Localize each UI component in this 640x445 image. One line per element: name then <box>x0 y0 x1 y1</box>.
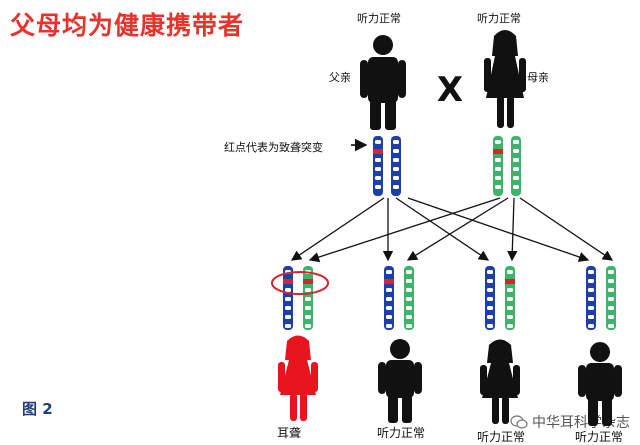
mother-chromosome-normal <box>511 136 521 196</box>
wechat-icon <box>510 415 528 429</box>
father-status-label: 听力正常 <box>357 12 401 25</box>
child-1-chromosome-paternal <box>283 266 293 330</box>
mutation-mark <box>384 279 394 284</box>
figure-label: 图 2 <box>22 400 53 418</box>
child-2-chromosome-paternal <box>384 266 394 330</box>
child-2-figure <box>378 339 422 423</box>
page-title: 父母均为健康携带者 <box>10 11 245 40</box>
watermark: 中华耳科学杂志 <box>510 412 630 432</box>
mutation-mark <box>373 149 383 154</box>
father-chromosome-normal <box>391 136 401 196</box>
cross-symbol: X <box>437 70 463 110</box>
father-role-label: 父亲 <box>329 71 351 84</box>
father-chromosome-mutated <box>373 136 383 196</box>
child-4-label: 听力正常 <box>575 430 624 444</box>
child-1-chromosome-maternal <box>303 266 313 330</box>
child-1-figure <box>278 335 318 421</box>
child-1-label: 耳聋 <box>277 426 302 440</box>
mother-role-label: 母亲 <box>527 71 549 84</box>
mutation-highlight-ring <box>271 271 329 295</box>
child-4-chromosome-paternal <box>586 266 596 330</box>
inheritance-arrows <box>290 197 614 263</box>
mutation-note-label: 红点代表为致聋突变 <box>224 141 323 154</box>
child-3-chromosome-maternal <box>505 266 515 330</box>
child-2-label: 听力正常 <box>377 426 426 440</box>
mother-status-label: 听力正常 <box>477 12 521 25</box>
child-2-chromosome-maternal <box>404 266 414 330</box>
child-3-label: 听力正常 <box>477 430 526 444</box>
child-3-chromosome-paternal <box>485 266 495 330</box>
mutation-mark <box>303 279 313 284</box>
mutation-mark <box>283 279 293 284</box>
watermark-text: 中华耳科学杂志 <box>532 415 630 431</box>
mother-chromosome-mutated <box>493 136 503 196</box>
father-figure <box>360 35 406 130</box>
mutation-mark <box>505 279 515 284</box>
mutation-mark <box>493 149 503 154</box>
mother-figure <box>484 30 526 128</box>
child-4-chromosome-maternal <box>606 266 616 330</box>
